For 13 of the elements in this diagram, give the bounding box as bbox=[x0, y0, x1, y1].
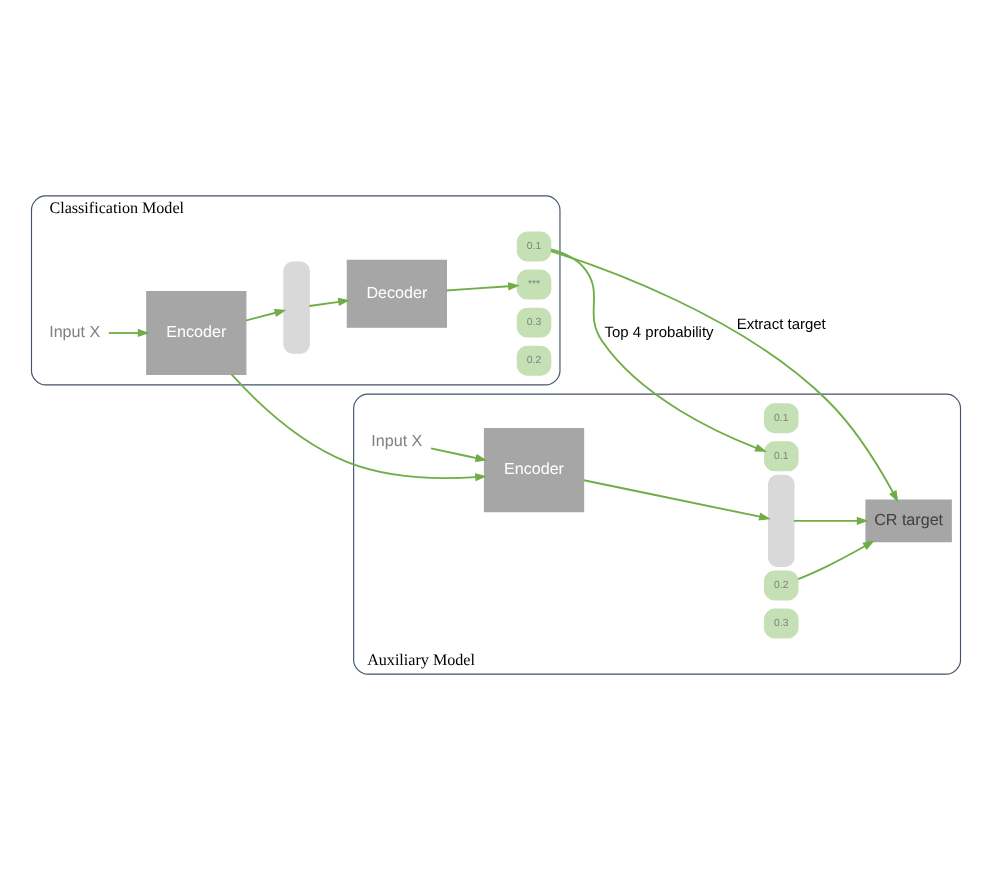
node-bar bbox=[283, 261, 310, 354]
arrow bbox=[107, 328, 150, 338]
arrow bbox=[549, 250, 899, 503]
arrow bbox=[793, 516, 869, 525]
arrow bbox=[549, 248, 767, 452]
arrow bbox=[797, 540, 875, 581]
arrow bbox=[230, 373, 487, 482]
arrow bbox=[308, 297, 350, 307]
arrow bbox=[582, 479, 771, 521]
arrow bbox=[244, 308, 287, 322]
arrow bbox=[430, 447, 488, 462]
arrow bbox=[445, 282, 520, 292]
node-bar bbox=[768, 474, 795, 567]
